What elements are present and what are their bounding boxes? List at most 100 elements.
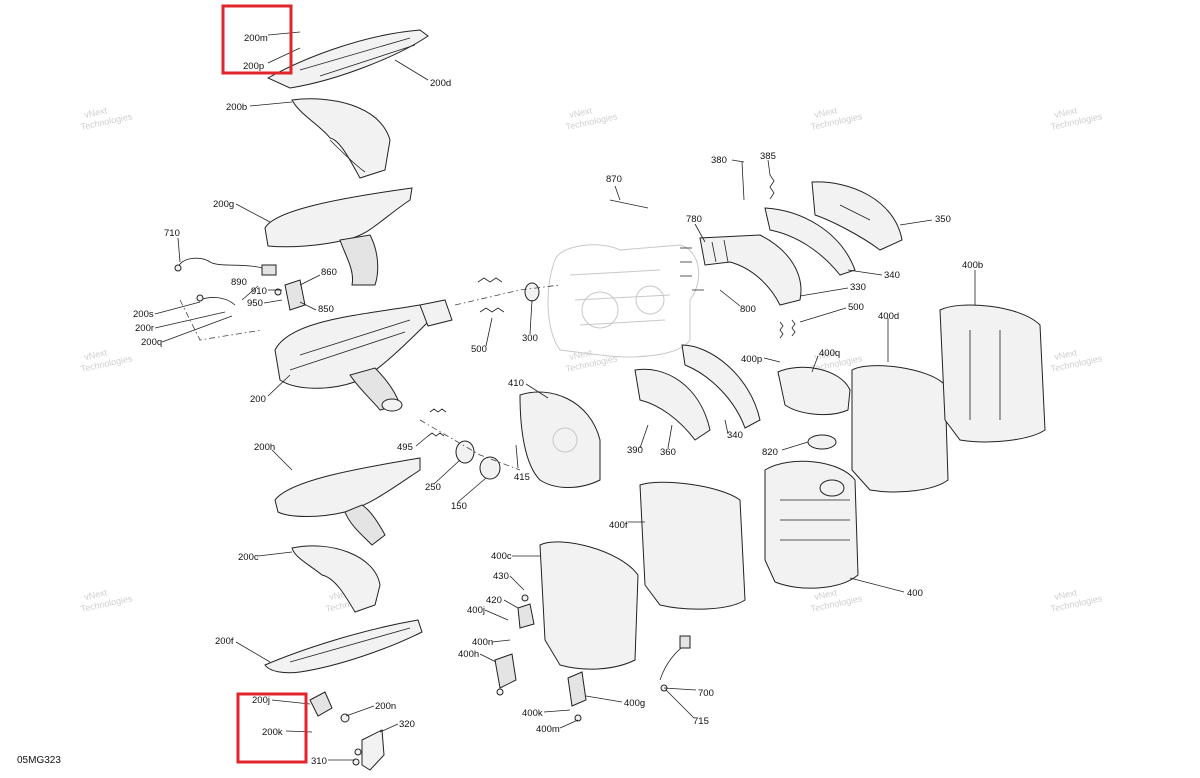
callout-710: 710 [164, 228, 180, 239]
callout-400h: 400h [458, 649, 479, 660]
callout-300: 300 [522, 333, 538, 344]
part-710-sensor-wire [174, 257, 277, 306]
watermark-text: vNext [83, 347, 108, 362]
watermark-text: vNext [813, 347, 838, 362]
part-410-bracket [519, 391, 601, 488]
part-150-ring [479, 456, 501, 480]
watermark-text: vNext [1053, 347, 1078, 362]
watermark-text: vNext [1053, 105, 1078, 120]
part-400f-cover [639, 481, 746, 610]
callout-200q: 200q [141, 337, 162, 348]
part-870-rod [609, 199, 649, 209]
part-200d-cover [266, 29, 429, 89]
watermark-text: vNext [83, 105, 108, 120]
callout-400q: 400q [819, 348, 840, 359]
callout-820: 820 [762, 447, 778, 458]
callout-200k: 200k [262, 727, 283, 738]
part-400g-bracket [567, 671, 587, 722]
callout-400m: 400m [536, 724, 560, 735]
callout-400k: 400k [522, 708, 543, 719]
part-820-ring [807, 434, 837, 450]
part-200f-cover [264, 619, 423, 674]
watermark-text: vNext [1053, 587, 1078, 602]
watermark-text: vNext [568, 105, 593, 120]
callout-200: 200 [250, 394, 266, 405]
callout-200h: 200h [254, 442, 275, 453]
part-400q-flange [777, 366, 851, 415]
callout-500: 500 [471, 344, 487, 355]
callout-200f: 200f [215, 636, 234, 647]
callout-400: 400 [907, 588, 923, 599]
callout-330: 330 [850, 282, 866, 293]
callout-715: 715 [693, 716, 709, 727]
callout-500: 500 [848, 302, 864, 313]
part-400c-cover [539, 541, 639, 670]
callout-labels: 200m 200p 200d 200b 200g 710 890 910 950… [133, 33, 983, 767]
callout-200j: 200j [252, 695, 270, 706]
callout-350: 350 [935, 214, 951, 225]
assembly-axes [179, 284, 561, 471]
callout-200b: 200b [226, 102, 247, 113]
watermark-text: vNext [813, 105, 838, 120]
callout-200g: 200g [213, 199, 234, 210]
callout-400f: 400f [609, 520, 628, 531]
part-250-ring [455, 440, 475, 464]
callout-495: 495 [397, 442, 413, 453]
part-495-springs [427, 408, 447, 437]
callout-360: 360 [660, 447, 676, 458]
part-200c-shield [291, 545, 381, 613]
part-340-shield [764, 207, 856, 276]
leader-lines [154, 31, 976, 761]
callout-950: 950 [247, 298, 263, 309]
callout-430: 430 [493, 571, 509, 582]
callout-200n: 200n [375, 701, 396, 712]
part-500-springs-right [779, 319, 796, 339]
part-500-springs [477, 277, 505, 313]
watermark-text: vNext [83, 587, 108, 602]
callout-310: 310 [311, 756, 327, 767]
callout-400j: 400j [467, 605, 485, 616]
callout-780: 780 [686, 214, 702, 225]
callout-400b: 400b [962, 260, 983, 271]
part-400b-cover [939, 304, 1046, 443]
callout-400p: 400p [741, 354, 762, 365]
part-400d-cover [851, 365, 949, 493]
part-320-bracket [352, 729, 385, 771]
diagram-code: 05MG323 [17, 755, 61, 766]
callout-200d: 200d [430, 78, 451, 89]
part-340-center-shield [681, 344, 761, 429]
callout-380: 380 [711, 155, 727, 166]
part-350-shield [811, 181, 903, 251]
part-200g-cover [264, 187, 413, 286]
callout-200m: 200m [244, 33, 268, 44]
watermark-text: vNext [813, 587, 838, 602]
callout-890: 890 [231, 277, 247, 288]
callout-200r: 200r [135, 323, 154, 334]
callout-870: 870 [606, 174, 622, 185]
callout-340: 340 [884, 270, 900, 281]
callout-340: 340 [727, 430, 743, 441]
callout-385: 385 [760, 151, 776, 162]
part-200b-shield [291, 98, 391, 179]
part-200-muffler [274, 299, 453, 412]
part-420-mount [517, 594, 535, 629]
part-360-shield [634, 368, 711, 441]
callout-200p: 200p [243, 61, 264, 72]
callout-250: 250 [425, 482, 441, 493]
callout-400d: 400d [878, 311, 899, 322]
highlight-box-bottom [236, 692, 308, 764]
callout-320: 320 [399, 719, 415, 730]
watermark-text: vNext [568, 347, 593, 362]
part-385-spring [769, 174, 775, 200]
callout-415: 415 [514, 472, 530, 483]
callout-400n: 400n [472, 637, 493, 648]
part-300-clamp [524, 282, 540, 302]
callout-850: 850 [318, 304, 334, 315]
part-380-hook [741, 161, 745, 201]
part-700-sensor [659, 635, 691, 692]
callout-420: 420 [486, 595, 502, 606]
part-400-muffler-body [764, 460, 859, 589]
callout-800: 800 [740, 304, 756, 315]
